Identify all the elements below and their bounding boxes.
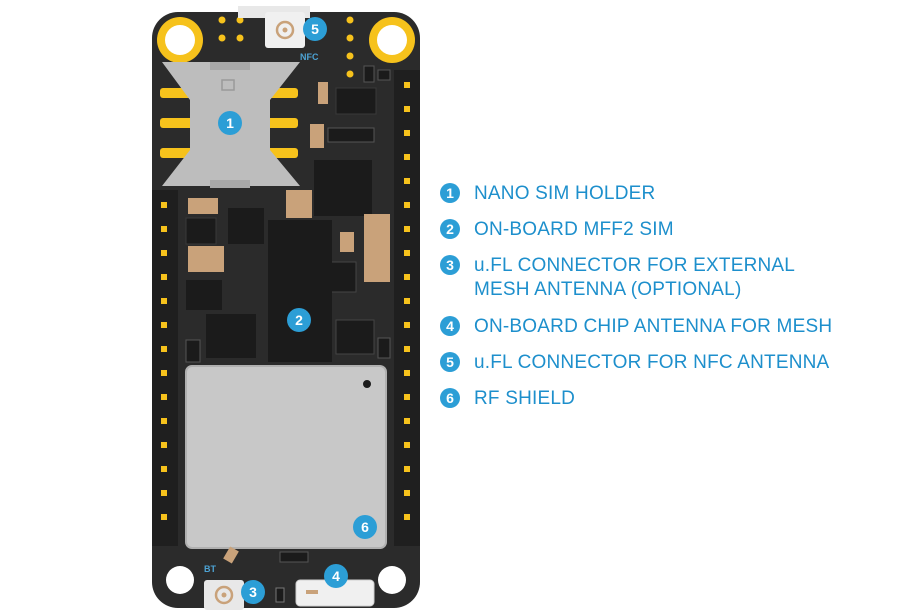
legend-label: u.FL CONNECTOR FOR NFC ANTENNA [474, 351, 829, 375]
marker-3: 3 [241, 580, 265, 604]
legend-label: ON-BOARD MFF2 SIM [474, 218, 674, 242]
svg-text:6: 6 [361, 519, 369, 535]
svg-text:3: 3 [249, 584, 257, 600]
mounting-hole-bottom-left [166, 566, 194, 594]
silk-bt: BT [204, 564, 216, 574]
marker-5: 5 [303, 17, 327, 41]
mounting-hole-top-right [369, 17, 415, 63]
legend-item-3: 3 u.FL CONNECTOR FOR EXTERNALMESH ANTENN… [440, 254, 795, 302]
legend-badge: 3 [440, 255, 460, 275]
svg-text:5: 5 [311, 21, 319, 37]
legend-item-4: 4 ON-BOARD CHIP ANTENNA FOR MESH [440, 315, 832, 339]
svg-text:4: 4 [332, 568, 340, 584]
marker-6: 6 [353, 515, 377, 539]
legend-label: RF SHIELD [474, 387, 575, 411]
left-header [152, 190, 178, 546]
legend-item-1: 1 NANO SIM HOLDER [440, 182, 655, 206]
marker-1: 1 [218, 111, 242, 135]
legend-badge: 2 [440, 219, 460, 239]
svg-text:2: 2 [295, 312, 303, 328]
legend-label: NANO SIM HOLDER [474, 182, 655, 206]
legend-label: u.FL CONNECTOR FOR EXTERNALMESH ANTENNA … [474, 254, 795, 302]
legend-badge: 6 [440, 388, 460, 408]
legend-item-2: 2 ON-BOARD MFF2 SIM [440, 218, 674, 242]
svg-text:1: 1 [226, 115, 234, 131]
ufl-mesh-connector [204, 580, 244, 610]
mounting-hole-bottom-right [378, 566, 406, 594]
legend-label: ON-BOARD CHIP ANTENNA FOR MESH [474, 315, 832, 339]
mff2-sim [268, 220, 332, 362]
right-header [394, 70, 420, 546]
marker-4: 4 [324, 564, 348, 588]
legend-item-6: 6 RF SHIELD [440, 387, 575, 411]
legend-badge: 5 [440, 352, 460, 372]
silk-nfc: NFC [300, 52, 319, 62]
legend-badge: 4 [440, 316, 460, 336]
mounting-hole-top-left [157, 17, 203, 63]
legend-badge: 1 [440, 183, 460, 203]
legend-item-5: 5 u.FL CONNECTOR FOR NFC ANTENNA [440, 351, 829, 375]
marker-2: 2 [287, 308, 311, 332]
